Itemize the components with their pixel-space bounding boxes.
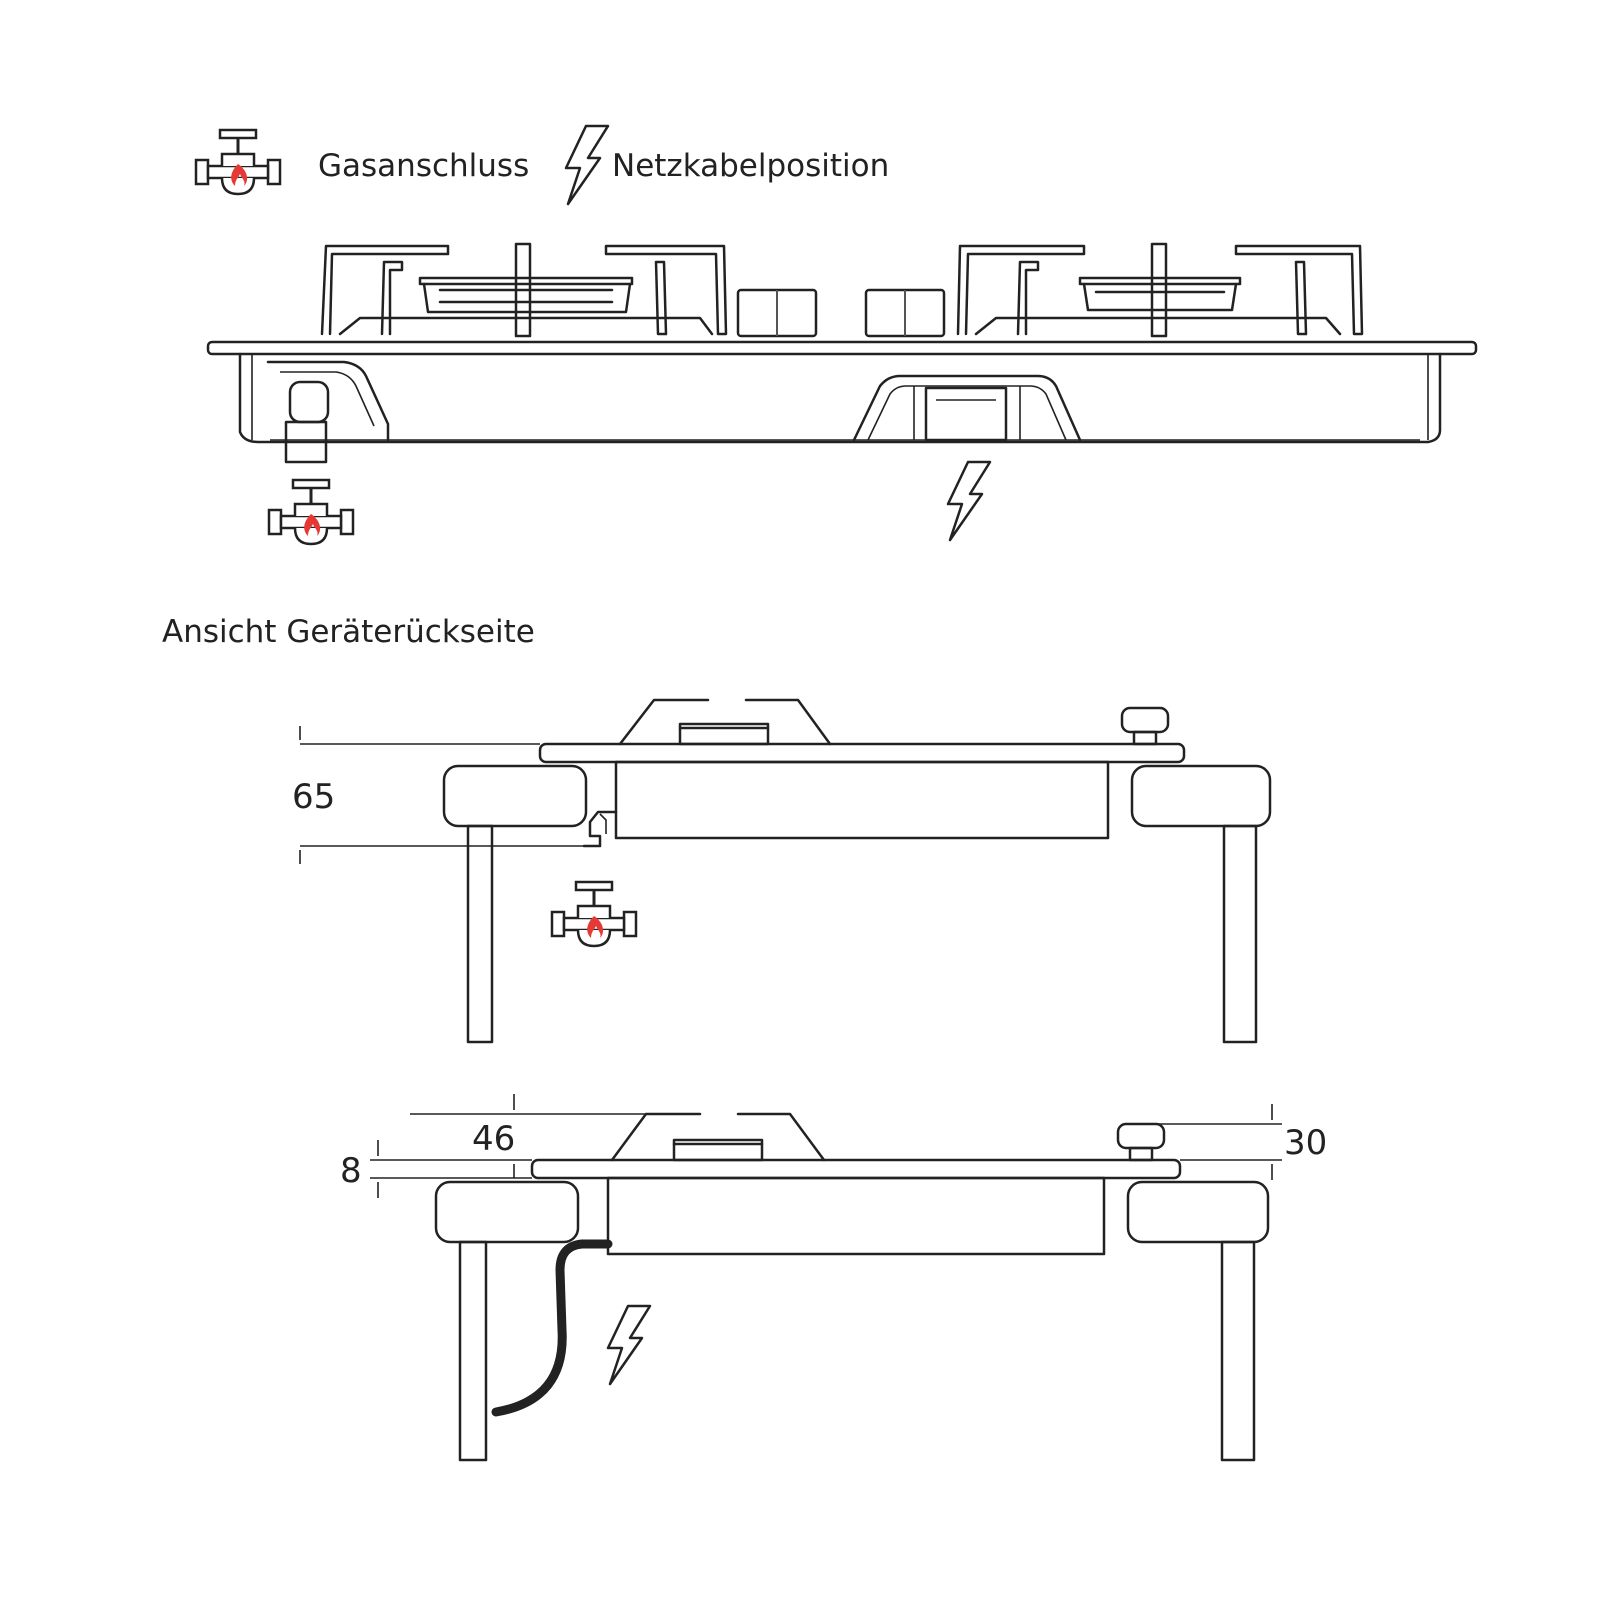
power-cable-marker-icon <box>946 460 992 542</box>
legend-power-label: Netzkabelposition <box>612 148 889 184</box>
rear-view-gas: 65 <box>292 698 1272 1044</box>
rear-power-marker-icon <box>606 1304 652 1386</box>
hob-front-view <box>206 242 1478 546</box>
rear-view-title: Ansicht Geräterückseite <box>162 614 535 650</box>
rear-view-power: 46 8 30 <box>340 1094 1327 1462</box>
rear-gas-marker-icon <box>550 880 638 948</box>
lightning-bolt-icon <box>564 124 610 206</box>
dimension-46-label: 46 <box>472 1119 515 1159</box>
dimension-30-label: 30 <box>1284 1123 1327 1163</box>
gas-connection-marker-icon <box>267 478 355 546</box>
gas-valve-icon <box>194 128 282 196</box>
legend: Gasanschluss Netzkabelposition <box>194 124 889 206</box>
dimension-65-label: 65 <box>292 777 335 817</box>
dimension-8-label: 8 <box>340 1151 362 1191</box>
legend-gas-label: Gasanschluss <box>318 148 529 184</box>
